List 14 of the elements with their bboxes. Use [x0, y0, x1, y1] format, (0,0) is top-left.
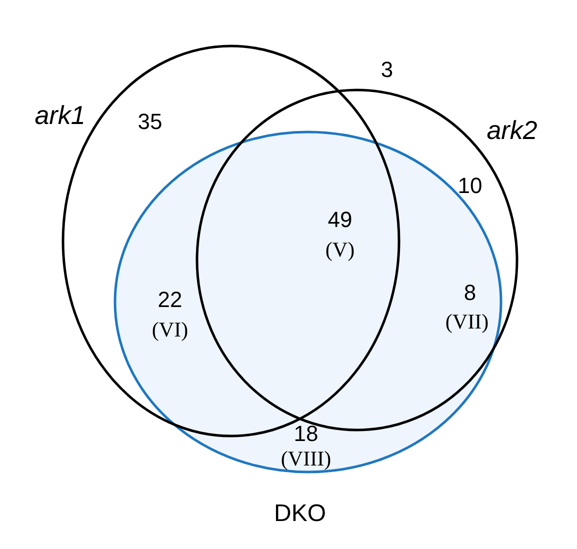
region-count: 49	[328, 209, 352, 231]
set-label: ark1	[34, 102, 86, 128]
region-numeral: (V)	[325, 240, 355, 260]
set-label: ark2	[486, 117, 538, 143]
region-count: 18	[294, 423, 318, 445]
region-numeral: (VI)	[152, 320, 188, 340]
region-count: 3	[380, 59, 394, 81]
region-count: 10	[458, 175, 482, 197]
region-count: 35	[138, 111, 162, 133]
region-numeral: (VIII)	[280, 448, 332, 470]
region-count: 22	[158, 289, 182, 311]
region-count: 8	[464, 282, 476, 304]
set-label: DKO	[274, 502, 326, 526]
region-numeral: (VII)	[445, 312, 489, 332]
